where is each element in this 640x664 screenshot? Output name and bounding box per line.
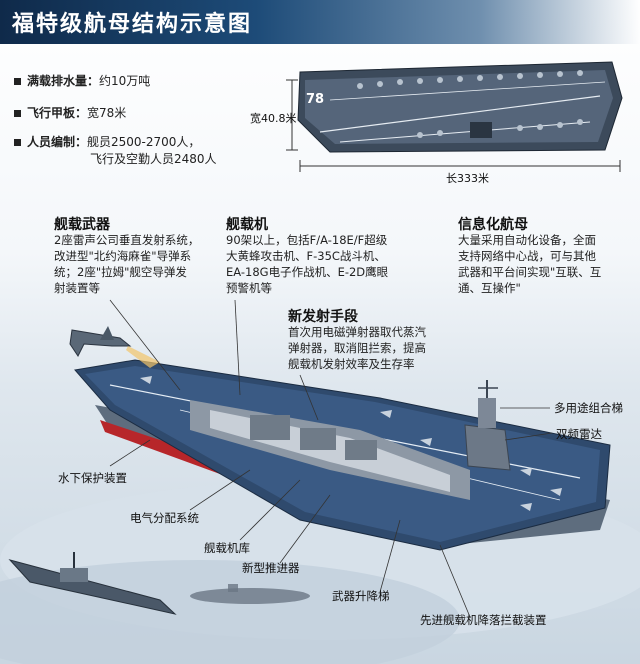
callout-underwater: 水下保护装置 [58, 471, 127, 485]
spec-flight-deck: 飞行甲板：宽78米 [14, 105, 126, 121]
page-title: 福特级航母结构示意图 [12, 12, 253, 37]
info-title: 信息化航母 [458, 217, 528, 233]
weapons-body: 2座雷声公司垂直发射系统， 改进型"北约海麻雀"导弹系 统；2座"拉姆"舰空导弹… [54, 233, 200, 295]
submarine-icon [190, 584, 310, 604]
callout-hangar: 舰载机库 [204, 541, 250, 555]
launch-body: 首次用电磁弹射器取代蒸汽 弹射器，取消阻拦索，提高 舰载机发射效率及生存率 [288, 325, 426, 371]
spec-crew: 人员编制：舰员2500-2700人， [14, 134, 200, 150]
aircraft-body: 90架以上，包括F/A-18E/F超级 大黄蜂攻击机、F-35C战斗机、 EA-… [226, 233, 389, 295]
weapons-title: 舰载武器 [54, 217, 110, 233]
bullet-icon [14, 78, 21, 85]
callout-dual-radar: 双频雷达 [556, 427, 602, 441]
callout-arrest: 先进舰载机降落拦截装置 [420, 613, 547, 627]
bullet-icon [14, 139, 21, 146]
hull-number-label: 78 [306, 92, 325, 107]
title-bar: 福特级航母结构示意图 [0, 0, 640, 44]
width-dimension-label: 宽40.8米 [250, 112, 297, 125]
cutaway-carrier [74, 359, 611, 551]
escort-ship-icon [8, 552, 177, 615]
aircraft-title: 舰载机 [226, 217, 268, 233]
length-dimension-label: 长333米 [446, 172, 489, 185]
launch-title: 新发射手段 [288, 309, 358, 325]
bullet-icon [14, 110, 21, 117]
callout-multi-lift: 多用途组合梯 [554, 401, 623, 415]
spec-crew-extra: 飞行及空勤人员2480人 [90, 152, 217, 166]
callout-power: 电气分配系统 [130, 511, 199, 525]
info-body: 大量采用自动化设备，全面 支持网络中心战，可与其他 武器和平台间实现"互联、互 … [458, 233, 602, 295]
callout-weapon-lift: 武器升降梯 [332, 589, 390, 603]
callout-propulsion: 新型推进器 [242, 561, 300, 575]
top-view-carrier [297, 61, 623, 153]
fighter-jet-icon [69, 326, 160, 368]
spec-displacement: 满载排水量：约10万吨 [14, 73, 150, 89]
